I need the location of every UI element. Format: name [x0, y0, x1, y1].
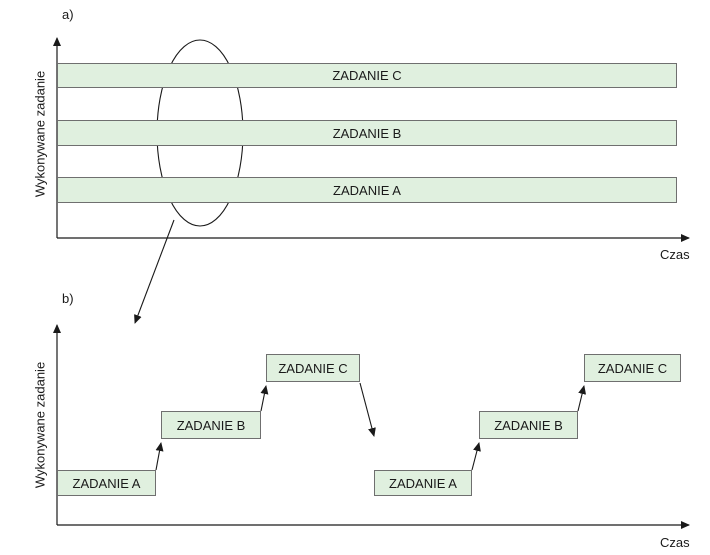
panel-b-task-c-2: ZADANIE C [584, 354, 681, 382]
transition-a-to-b [155, 442, 164, 471]
panel-a-task-c-bar: ZADANIE C [57, 63, 677, 88]
panel-b-task-a-2-label: ZADANIE A [389, 475, 457, 491]
panel-a-task-a-bar: ZADANIE A [57, 177, 677, 203]
panel-b-task-b-2-label: ZADANIE B [494, 417, 563, 433]
panel-b-task-c-2-label: ZADANIE C [597, 360, 668, 376]
panel-b-y-axis-label: Wykonywane zadanie [32, 361, 48, 489]
panel-a-task-b-label: ZADANIE B [332, 125, 402, 141]
panel-b-task-b-2: ZADANIE B [479, 411, 578, 439]
zoom-arrow [134, 219, 175, 324]
panel-b-task-a-1-label: ZADANIE A [72, 475, 141, 491]
panel-b-task-c-1-label: ZADANIE C [278, 360, 348, 376]
transition-a-to-b-2 [471, 442, 481, 471]
panel-a-task-a-label: ZADANIE A [333, 182, 401, 198]
panel-b-task-b-1: ZADANIE B [161, 411, 261, 439]
panel-a-y-axis-label: Wykonywane zadanie [32, 70, 48, 198]
panel-b-task-b-1-label: ZADANIE B [176, 417, 246, 433]
transition-b-to-c-2 [577, 385, 587, 412]
transition-b-to-c [260, 385, 269, 412]
panel-b-label: b) [62, 291, 74, 306]
panel-b-x-axis-label: Czas [660, 535, 690, 550]
transition-c-to-a [359, 382, 376, 437]
panel-b-task-c-1: ZADANIE C [266, 354, 360, 382]
panel-a-task-c-label: ZADANIE C [332, 68, 402, 83]
panel-a-task-b-bar: ZADANIE B [57, 120, 677, 146]
panel-b-task-a-2: ZADANIE A [374, 470, 472, 496]
panel-a-x-axis-label: Czas [660, 247, 690, 262]
panel-b-task-a-1: ZADANIE A [57, 470, 156, 496]
panel-a-label: a) [62, 7, 74, 22]
